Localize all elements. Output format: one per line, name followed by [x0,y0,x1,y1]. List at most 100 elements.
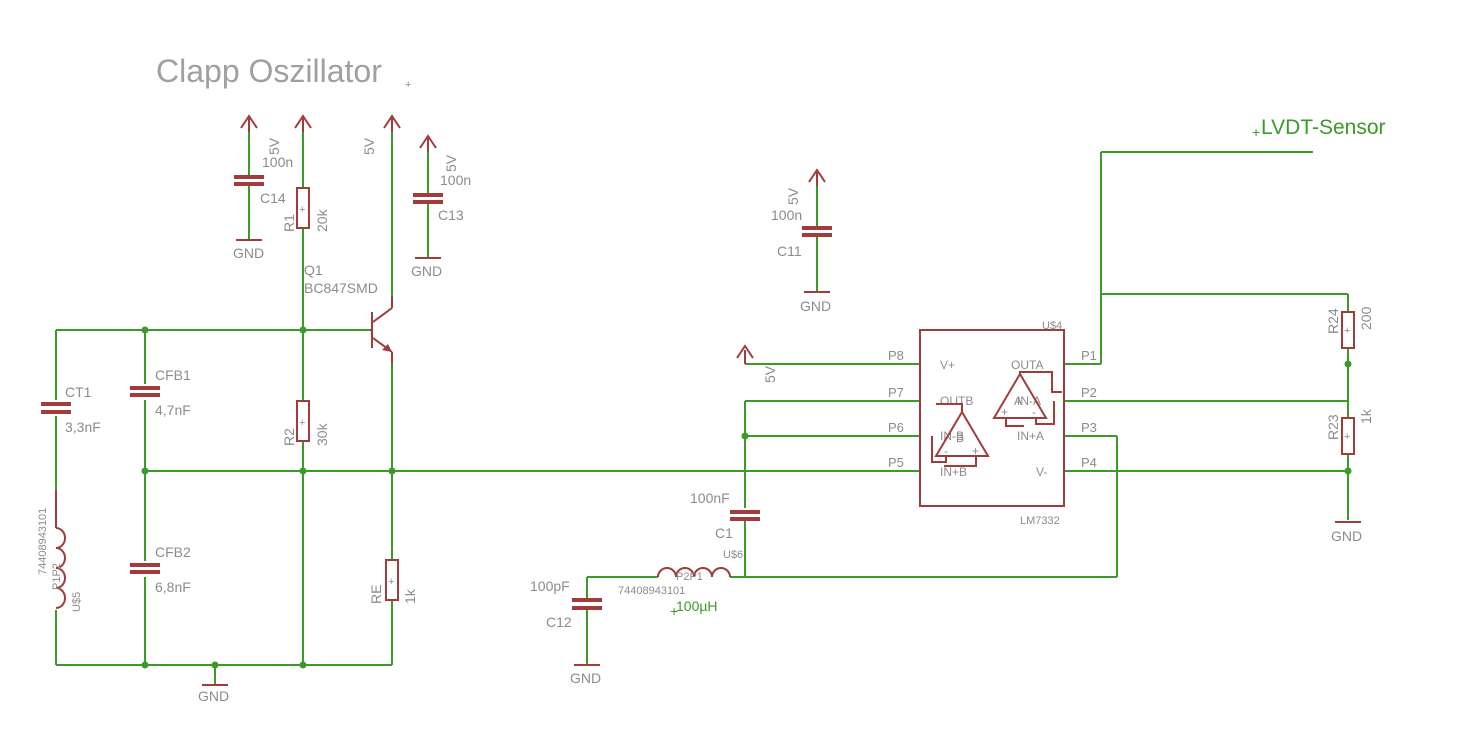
sensor-cross: + [1252,124,1260,140]
schematic-title: Clapp Oszillator [156,53,382,89]
c12-name: C12 [546,614,572,630]
wires [55,118,1349,685]
ic-ref: U$4 [1042,320,1062,332]
pin-p6: P6 [888,420,904,435]
gnd-c13: GND [411,257,442,279]
r24-value: 200 [1358,306,1374,330]
resistor-r24: + R24 200 [1325,306,1374,349]
r23-plus: + [1344,431,1350,443]
junctions [141,326,1352,669]
supply-label: 5V [762,365,778,383]
amp-b-plus: + [972,444,979,458]
ct1-value: 3,3nF [65,419,101,435]
value-cross-inductor: + [670,603,678,619]
re-value: 1k [402,588,418,604]
c13-value: 100n [440,172,471,188]
supply-r1 [294,114,312,132]
ic-part: LM7332 [1020,515,1060,527]
gnd-r23: GND [1331,521,1362,544]
amp-a-minus: - [1032,405,1036,419]
resistor-r1: + R1 20k [281,187,330,232]
supply-c13: 5V [419,134,459,172]
re-plus: + [388,576,394,588]
gnd-c12: GND [570,664,601,686]
inductor-bottom-pins: P2P1 [676,571,703,583]
c12-value: 100pF [530,578,570,594]
supply-label: 5V [785,187,801,205]
transistor-q1: Q1 BC847SMD [304,262,393,364]
re-name: RE [368,585,384,604]
amp-b-label: B [956,431,964,445]
cfb2-value: 6,8nF [155,579,191,595]
inductor-left-pins: P1P2 [51,563,63,590]
gnd-label: GND [198,688,229,704]
pin-vplus: V+ [940,358,955,372]
inductor-left: 74408943101 P1P2 U$5 [37,490,83,612]
gnd-c11: GND [800,291,831,314]
supply-label: 5V [361,137,377,155]
q1-value: BC847SMD [304,280,378,296]
gnd-c14: GND [233,239,264,261]
pin-p3: P3 [1081,420,1097,435]
c1-value: 100nF [690,490,730,506]
cfb1-value: 4,7nF [155,402,191,418]
r2-plus: + [299,417,305,429]
pin-inplusb: IN+B [940,465,967,479]
capacitor-c14: 100n C14 [234,154,293,206]
r2-name: R2 [281,428,297,446]
gnd-label: GND [570,670,601,686]
c14-name: C14 [260,190,286,206]
c11-name: C11 [777,243,802,259]
ct1-name: CT1 [65,384,92,400]
r23-name: R23 [1325,414,1341,440]
cfb1-name: CFB1 [155,367,191,383]
pin-p4: P4 [1081,455,1097,470]
gnd-main: GND [198,684,229,704]
pin-p2: P2 [1081,385,1097,400]
pin-outb: OUTB [940,394,973,408]
capacitor-c12: 100pF C12 [530,578,602,630]
amp-a-plus: + [1001,405,1008,419]
supply-label: 5V [443,154,459,172]
r1-name: R1 [281,214,297,232]
inductor-bottom-value: 100µH [676,598,718,614]
pin-p7: P7 [888,385,904,400]
r1-plus: + [299,204,305,216]
capacitor-c1: 100nF C1 U$6 [690,490,760,561]
r24-plus: + [1344,325,1350,337]
c14-value: 100n [262,154,293,170]
pin-outa: OUTA [1011,358,1043,372]
supply-ic: 5V [736,344,778,383]
r24-name: R24 [1325,308,1341,334]
amp-a-label: A [1014,394,1022,408]
c11-value: 100n [771,207,802,223]
supply-c14: 5V [240,114,282,155]
pin-inplusa: IN+A [1017,429,1044,443]
inductor-bottom: P2P1 74408943101 100µH [618,567,731,614]
resistor-r2: + R2 30k [281,400,330,446]
r23-value: 1k [1358,408,1374,424]
supply-c11: 5V [785,168,826,205]
supply-label: 5V [266,137,282,155]
origin-cross: + [405,79,411,91]
capacitor-c11: 100n C11 [771,207,832,259]
opamp-ic-u4: U$4 LM7332 P8 P7 P6 P5 P1 P2 P3 P4 V+ OU… [888,320,1097,527]
capacitor-cfb2: CFB2 6,8nF [130,544,191,595]
pin-vminus: V- [1036,465,1047,479]
pin-p1: P1 [1081,348,1097,363]
inductor-bottom-part: 74408943101 [618,585,685,597]
amp-b-minus: - [944,444,948,458]
inductor-left-part: 74408943101 [37,508,49,575]
c1-name: C1 [715,525,733,541]
pin-p5: P5 [888,455,904,470]
gnd-label: GND [1331,528,1362,544]
r1-value: 20k [314,208,330,232]
cfb2-name: CFB2 [155,544,191,560]
r2-value: 30k [314,422,330,446]
c13-name: C13 [438,207,464,223]
resistor-re: + RE 1k [368,559,418,604]
q1-name: Q1 [304,262,323,278]
gnd-label: GND [233,245,264,261]
gnd-label: GND [411,263,442,279]
